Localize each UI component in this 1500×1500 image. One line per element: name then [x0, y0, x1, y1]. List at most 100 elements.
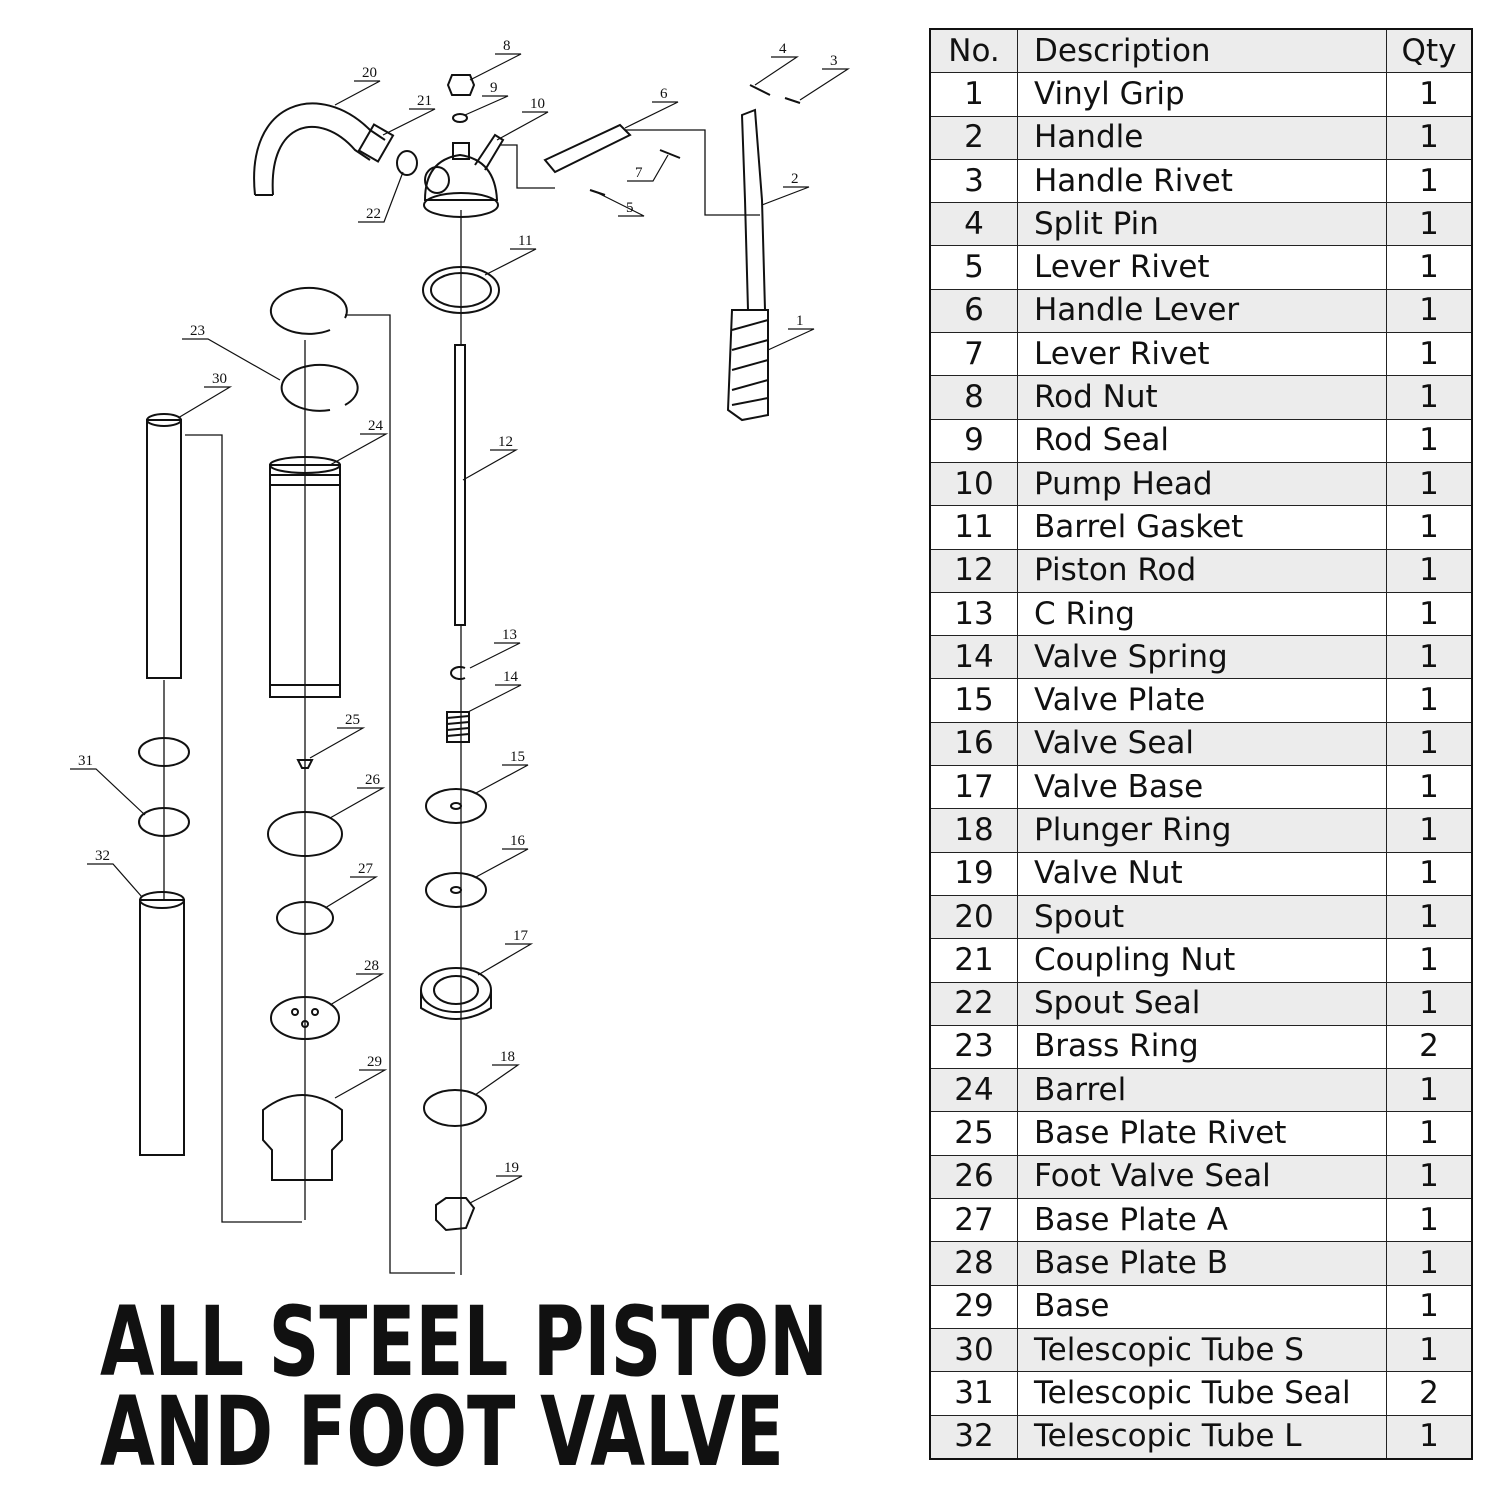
callout-number: 31: [78, 753, 93, 769]
telescopic-tube-l-part: [139, 899, 185, 1156]
callout-4: 4: [754, 41, 799, 86]
callout-number: 26: [365, 772, 381, 788]
cell-no: 27: [929, 1198, 1018, 1243]
callout-27: 27: [324, 861, 379, 909]
cell-qty: 1: [1386, 851, 1473, 896]
callout-30: 30: [177, 371, 233, 419]
callout-number: 18: [500, 1049, 515, 1065]
cell-qty: 1: [1386, 461, 1473, 507]
leader-line: [767, 328, 815, 351]
leader-line: [177, 386, 233, 419]
cell-no: 21: [929, 938, 1018, 983]
cell-description: Barrel Gasket: [1017, 505, 1387, 550]
cell-no: 5: [929, 245, 1018, 290]
cell-no: 17: [929, 765, 1018, 810]
cell-no: 9: [929, 418, 1018, 463]
callout-16: 16: [475, 833, 529, 878]
callout-number: 1: [796, 313, 804, 329]
cell-no: 28: [929, 1241, 1018, 1286]
cell-no: 23: [929, 1024, 1018, 1070]
cell-description: Split Pin: [1017, 202, 1387, 247]
cell-description: Valve Nut: [1017, 851, 1387, 896]
cell-qty: 1: [1386, 1111, 1473, 1156]
callout-12: 12: [462, 434, 519, 481]
cell-description: Base Plate B: [1017, 1241, 1387, 1286]
callout-number: 14: [503, 669, 519, 685]
cell-description: Valve Base: [1017, 765, 1387, 810]
cell-qty: 1: [1386, 721, 1473, 767]
cell-qty: 1: [1386, 72, 1473, 117]
cell-no: 20: [929, 894, 1018, 940]
cell-description: Coupling Nut: [1017, 938, 1387, 983]
cell-description: Handle Rivet: [1017, 158, 1387, 204]
cell-no: 1: [929, 72, 1018, 117]
cell-qty: 1: [1386, 1327, 1473, 1373]
callout-21: 21: [382, 93, 436, 136]
cell-qty: 1: [1386, 1198, 1473, 1243]
callout-7: 7: [627, 154, 669, 182]
cell-description: Foot Valve Seal: [1017, 1154, 1387, 1200]
title-banner: ALL STEEL PISTON AND FOOT VALVE: [100, 1290, 828, 1488]
leader-line: [627, 154, 669, 182]
cell-description: Rod Seal: [1017, 418, 1387, 463]
cell-no: 15: [929, 678, 1018, 723]
leader-line: [754, 56, 799, 86]
cell-description: Handle Lever: [1017, 288, 1387, 334]
leader-line: [329, 433, 389, 466]
cell-description: Brass Ring: [1017, 1024, 1387, 1070]
base-plate-rivet-part: [296, 759, 314, 769]
callout-15: 15: [475, 749, 529, 794]
cell-qty: 1: [1386, 505, 1473, 550]
cell-qty: 1: [1386, 115, 1473, 160]
callout-number: 32: [95, 848, 110, 864]
leader-line: [761, 186, 810, 206]
callout-17: 17: [477, 928, 534, 976]
rod-seal-part: [452, 113, 468, 123]
callout-10: 10: [496, 96, 549, 141]
callout-number: 8: [503, 38, 511, 54]
cell-qty: 1: [1386, 1241, 1473, 1286]
callout-11: 11: [484, 233, 537, 276]
c-ring-part: [450, 666, 466, 680]
callout-number: 24: [368, 418, 384, 434]
cell-qty: 1: [1386, 245, 1473, 290]
cell-no: 10: [929, 461, 1018, 507]
callout-number: 4: [779, 41, 787, 57]
valve-nut-part: [435, 1197, 476, 1232]
leader-line: [484, 248, 537, 276]
cell-no: 18: [929, 808, 1018, 853]
callout-2: 2: [761, 171, 810, 206]
cell-no: 22: [929, 981, 1018, 1026]
leader-line: [462, 449, 519, 481]
cell-qty: 1: [1386, 332, 1473, 377]
cell-no: 6: [929, 288, 1018, 334]
callout-number: 13: [502, 627, 517, 643]
cell-description: Lever Rivet: [1017, 245, 1387, 290]
cell-qty: 1: [1386, 1068, 1473, 1113]
valve-seal-part: [425, 872, 487, 908]
cell-no: 19: [929, 851, 1018, 896]
part-drawings: [138, 74, 801, 1275]
callout-number: 17: [513, 928, 529, 944]
cell-no: 25: [929, 1111, 1018, 1156]
cell-qty: 1: [1386, 894, 1473, 940]
callout-number: 27: [358, 861, 374, 877]
callout-number: 12: [498, 434, 513, 450]
callout-18: 18: [474, 1049, 520, 1096]
cell-no: 7: [929, 332, 1018, 377]
